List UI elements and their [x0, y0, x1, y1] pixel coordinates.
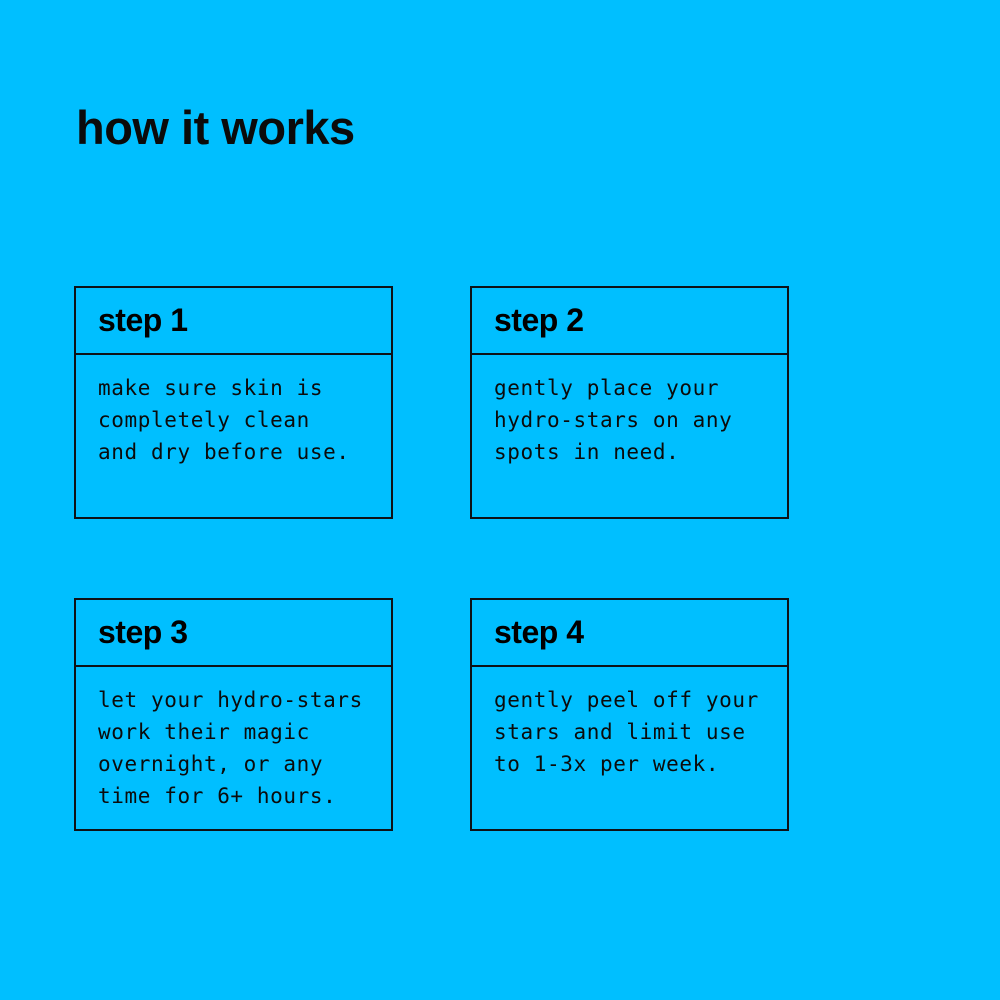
step-card-4: step 4 gently peel off your stars and li…	[470, 598, 789, 831]
step-card-4-header: step 4	[472, 600, 787, 667]
step-4-label: step 4	[494, 614, 584, 650]
step-1-label: step 1	[98, 302, 188, 338]
step-2-description: gently place your hydro-stars on any spo…	[494, 376, 733, 464]
step-card-2: step 2 gently place your hydro-stars on …	[470, 286, 789, 519]
step-card-3-header: step 3	[76, 600, 391, 667]
step-card-3: step 3 let your hydro-stars work their m…	[74, 598, 393, 831]
step-card-1-header: step 1	[76, 288, 391, 355]
step-card-1: step 1 make sure skin is completely clea…	[74, 286, 393, 519]
step-card-2-header: step 2	[472, 288, 787, 355]
step-2-label: step 2	[494, 302, 584, 338]
step-1-description: make sure skin is completely clean and d…	[98, 376, 350, 464]
step-3-description: let your hydro-stars work their magic ov…	[98, 688, 363, 808]
page-title: how it works	[76, 101, 355, 154]
step-4-description: gently peel off your stars and limit use…	[494, 688, 759, 776]
step-3-label: step 3	[98, 614, 188, 650]
